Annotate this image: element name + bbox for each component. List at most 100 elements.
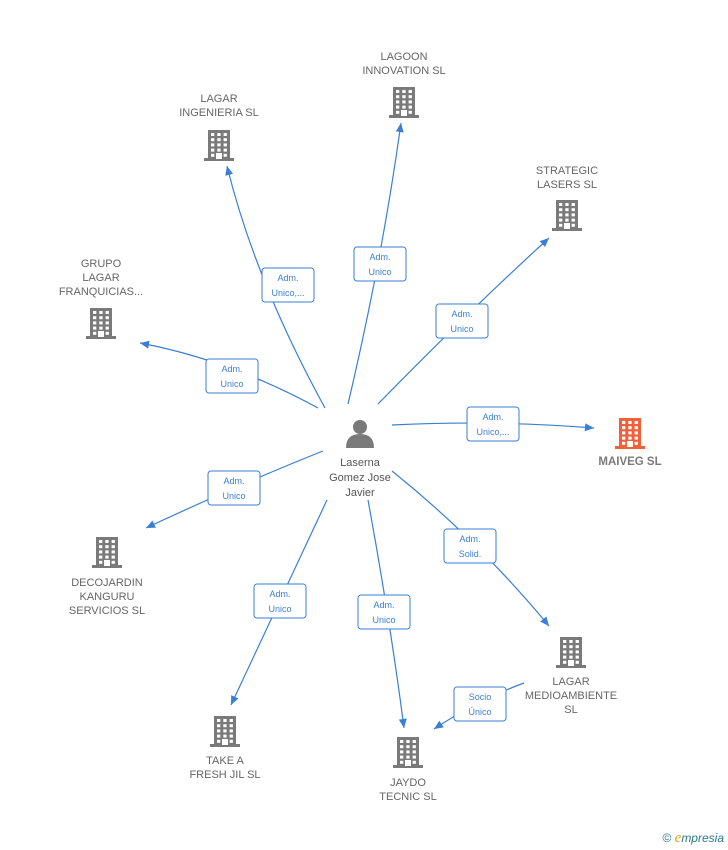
company-label: MEDIOAMBIENTE <box>525 690 617 702</box>
arrowhead-icon <box>584 423 594 432</box>
edge-label-text: Adm. <box>451 309 472 319</box>
company-label: LAGAR <box>82 272 119 284</box>
building-icon <box>389 87 419 118</box>
edge-label-box <box>453 686 507 722</box>
edge-label-text: Unico <box>222 491 245 501</box>
person-label: Javier <box>345 487 375 499</box>
edge-label: Adm. Unico <box>435 303 489 339</box>
edge-label-text: Unico <box>368 267 391 277</box>
edge-label-text: Único <box>468 707 491 717</box>
person-icon <box>346 420 374 448</box>
edge-label: Adm. Unico <box>253 583 307 619</box>
company-label: FRESH JIL SL <box>189 769 260 781</box>
company-label: LAGAR <box>552 676 589 688</box>
edge-label: Adm. Unico,... <box>466 406 520 442</box>
building-icon <box>86 308 116 339</box>
arrowhead-icon <box>231 695 239 705</box>
company-label: KANGURU <box>79 591 134 603</box>
company-label: STRATEGIC <box>536 165 598 177</box>
company-node-lagoon[interactable]: LAGOON INNOVATION SL <box>362 51 446 118</box>
edge-label-text: Unico <box>268 604 291 614</box>
company-label: MAIVEG SL <box>598 456 661 468</box>
edge-label-text: Unico,... <box>476 427 509 437</box>
building-icon <box>615 418 645 449</box>
edge-label-text: Adm. <box>459 534 480 544</box>
building-icon <box>92 537 122 568</box>
edge-label-text: Adm. <box>373 600 394 610</box>
edge-label: Adm. Unico <box>207 470 261 506</box>
edge-label-text: Adm. <box>221 364 242 374</box>
company-label: INGENIERIA SL <box>179 107 258 119</box>
edge-layer: Adm.Unico,...Adm.UnicoAdm.UnicoAdm.Unico… <box>139 122 595 730</box>
edge-label-text: Adm. <box>277 273 298 283</box>
company-label: SL <box>564 704 577 716</box>
edge-label-text: Adm. <box>223 476 244 486</box>
person-label: Gomez Jose <box>329 472 391 484</box>
relation-edge[interactable]: Adm. Unico,... <box>391 406 595 442</box>
edge-label-text: Adm. <box>482 412 503 422</box>
company-layer: LAGOON INNOVATION SL LAGAR INGENIERIA SL STR… <box>59 51 662 803</box>
edge-label: Adm. Unico,... <box>261 267 315 303</box>
edge-label-box <box>253 583 307 619</box>
arrowhead-icon <box>539 238 549 248</box>
company-label: LAGOON <box>380 51 427 63</box>
edge-label-text: Unico <box>220 379 243 389</box>
company-node-grupo[interactable]: GRUPO LAGAR FRANQUICIAS... <box>59 258 143 339</box>
company-label: INNOVATION SL <box>362 65 445 77</box>
arrowhead-icon <box>540 616 549 626</box>
company-node-lagar-medio[interactable]: LAGAR MEDIOAMBIENTE SL <box>525 637 617 716</box>
arrowhead-icon <box>225 166 234 176</box>
brand-logo: © empresia <box>662 830 724 846</box>
company-label: FRANQUICIAS... <box>59 286 143 298</box>
building-icon <box>210 716 240 747</box>
edge-label-box <box>353 246 407 282</box>
edge-label-text: Unico,... <box>271 288 304 298</box>
relation-edge[interactable]: Adm. Solid. <box>391 470 550 627</box>
edge-label-box <box>435 303 489 339</box>
arrowhead-icon <box>395 123 404 133</box>
relation-edge[interactable]: Adm. Unico <box>357 499 411 729</box>
edge-label-text: Unico <box>450 324 473 334</box>
relation-edge[interactable]: Adm. Unico <box>145 450 324 529</box>
company-label: LAGAR <box>200 93 237 105</box>
edge-label-box <box>205 358 259 394</box>
edge-label-text: Adm. <box>369 252 390 262</box>
edge-label-box <box>207 470 261 506</box>
building-icon <box>204 130 234 161</box>
edge-label: Adm. Unico <box>205 358 259 394</box>
building-icon <box>393 737 423 768</box>
arrowhead-icon <box>398 718 407 728</box>
company-label: SERVICIOS SL <box>69 605 145 617</box>
company-label: GRUPO <box>81 258 122 270</box>
edge-label-box <box>466 406 520 442</box>
company-label: DECOJARDIN <box>71 577 143 589</box>
relation-edge[interactable]: Adm. Unico,... <box>225 165 326 409</box>
building-icon <box>556 637 586 668</box>
company-node-maiveg[interactable]: MAIVEG SL <box>598 418 662 468</box>
arrowhead-icon <box>146 520 156 528</box>
company-node-takea[interactable]: TAKE A FRESH JIL SL <box>189 716 261 781</box>
company-node-jaydo[interactable]: JAYDO TECNIC SL <box>379 737 437 803</box>
edge-label: Adm. Unico <box>353 246 407 282</box>
company-label: TECNIC SL <box>379 791 436 803</box>
edge-label: Adm. Solid. <box>443 528 497 564</box>
relation-edge[interactable]: Adm. Unico <box>230 499 328 706</box>
arrowhead-icon <box>434 720 444 729</box>
company-label: JAYDO <box>390 777 426 789</box>
edge-label-text: Adm. <box>269 589 290 599</box>
edge-label-text: Solid. <box>459 549 482 559</box>
company-label: TAKE A <box>206 755 244 767</box>
company-node-lagar-ing[interactable]: LAGAR INGENIERIA SL <box>179 93 259 161</box>
building-icon <box>552 200 582 231</box>
company-node-decojardin[interactable]: DECOJARDIN KANGURU SERVICIOS SL <box>69 537 145 617</box>
relation-edge[interactable]: Adm. Unico <box>347 122 407 405</box>
relation-edge[interactable]: Adm. Unico <box>377 237 550 405</box>
edge-label-text: Unico <box>372 615 395 625</box>
relation-edge[interactable]: Adm. Unico <box>139 340 319 409</box>
edge-label-box <box>357 594 411 630</box>
